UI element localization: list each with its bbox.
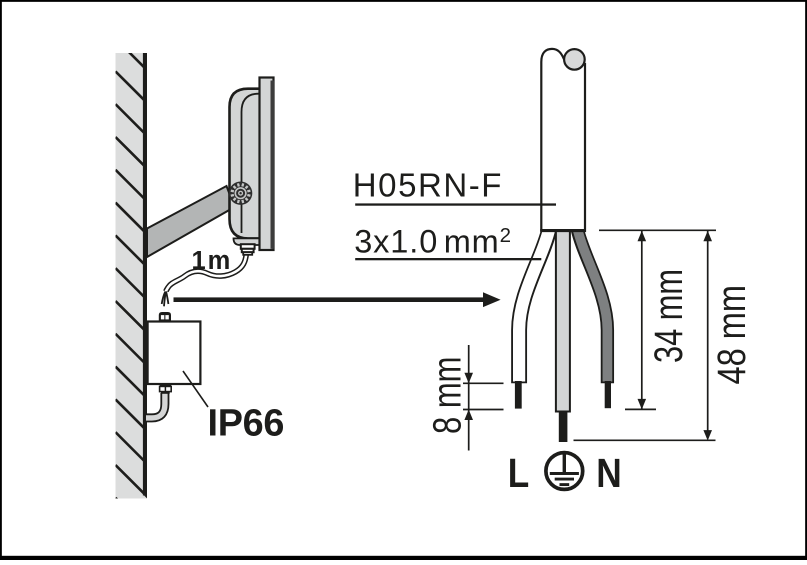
svg-text:L: L xyxy=(508,450,530,496)
svg-text:N: N xyxy=(596,450,622,496)
svg-text:48 mm: 48 mm xyxy=(710,285,754,385)
svg-text:IP66: IP66 xyxy=(208,403,285,445)
svg-text:H05RN-F: H05RN-F xyxy=(353,166,503,203)
svg-text:34 mm: 34 mm xyxy=(647,269,691,363)
svg-text:1m: 1m xyxy=(192,247,233,275)
svg-text:8 mm: 8 mm xyxy=(426,357,470,435)
